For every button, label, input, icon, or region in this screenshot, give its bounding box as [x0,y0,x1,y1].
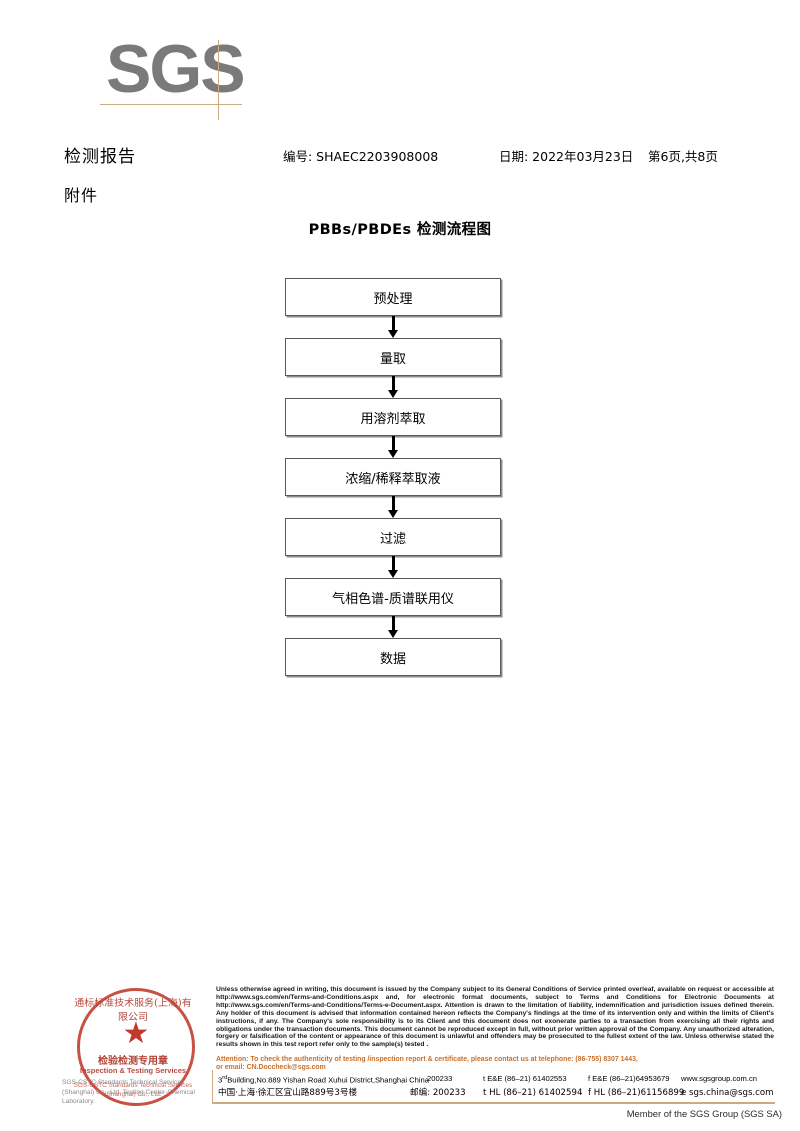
flowchart: 预处理 量取 用溶剂萃取 浓缩/稀释萃取液 过滤 气相色谱-质谱联用仪 数据 [285,278,503,676]
arrow-head-icon [387,330,398,338]
seal-purpose-en: Inspection & Testing Services [79,1066,187,1075]
flow-node: 过滤 [285,518,501,556]
flow-node: 数据 [285,638,501,676]
seal-company-name-en: SGS-CSTC Standards Technical Services (S… [73,1082,193,1098]
sgs-logo-text: SGS [106,31,246,107]
member-of-group-line: Member of the SGS Group (SGS SA) [626,1108,782,1119]
telephone-ee: t E&E (86–21) 61402553 [483,1074,567,1083]
postcode-cn: 邮编: 200233 [410,1088,466,1098]
seal-company-name-cn: 通标标准技术服务(上海)有限公司 [74,998,192,1023]
flow-arrow [285,616,501,638]
seal-purpose-cn: 检验检测专用章 [98,1056,168,1067]
flow-arrow [285,376,501,398]
logo-horizontal-rule [100,104,242,105]
flow-arrow [285,436,501,458]
address-row-en: 3rdBuilding,No.889 Yishan Road Xuhui Dis… [218,1071,774,1086]
flow-node: 浓缩/稀释萃取液 [285,458,501,496]
arrow-head-icon [387,570,398,578]
arrow-shaft [391,436,395,452]
email: e sgs.china@sgs.com [681,1088,774,1098]
seal-ring [77,988,195,1106]
arrow-head-icon [387,510,398,518]
address-vertical-rule [212,1070,213,1102]
legal-disclaimer: Unless otherwise agreed in writing, this… [216,986,774,1049]
flow-node: 预处理 [285,278,501,316]
arrow-head-icon [387,390,398,398]
flow-arrow [285,496,501,518]
report-date: 日期: 2022年03月23日 [499,149,634,164]
attention-notice: Attention: To check the authenticity of … [216,1056,774,1073]
telephone-hl: t HL (86–21) 61402594 [483,1088,583,1098]
postcode-en: 200233 [427,1074,453,1083]
arrow-head-icon [387,630,398,638]
flow-node: 用溶剂萃取 [285,398,501,436]
website: www.sgsgroup.com.cn [681,1074,757,1083]
flow-node: 量取 [285,338,501,376]
page-title: 检测报告 [64,147,136,167]
laboratory-name: SGS-CSTC Standards Technical Services (S… [62,1079,195,1105]
flow-arrow [285,556,501,578]
flow-arrow [285,316,501,338]
address-block: 3rdBuilding,No.889 Yishan Road Xuhui Dis… [218,1071,774,1101]
attachment-label: 附件 [64,186,99,205]
flowchart-title: PBBs/PBDEs 检测流程图 [308,222,492,238]
attention-line-2: or email: CN.Doccheck@sgs.com [216,1064,326,1072]
star-icon: ★ [122,1017,150,1050]
flow-node: 气相色谱-质谱联用仪 [285,578,501,616]
address-en: 3rdBuilding,No.889 Yishan Road Xuhui Dis… [218,1075,430,1085]
attention-line-1: Attention: To check the authenticity of … [216,1056,638,1063]
arrow-shaft [391,616,395,632]
fax-ee: f E&E (86–21)64953679 [588,1074,670,1083]
arrow-shaft [391,316,395,332]
page-indicator: 第6页,共8页 [648,149,718,164]
arrow-shaft [391,376,395,392]
arrow-shaft [391,556,395,572]
report-number: 编号: SHAEC2203908008 [283,149,439,164]
sgs-logo-area: SGS [0,0,800,130]
logo-vertical-rule [218,40,219,120]
address-row-cn: 中国·上海·徐汇区宜山路889号3号楼 邮编: 200233 t HL (86–… [218,1086,774,1101]
official-seal-stamp: 通标标准技术服务(上海)有限公司 ★ 检验检测专用章 Inspection & … [74,988,195,1106]
arrow-head-icon [387,450,398,458]
address-cn: 中国·上海·徐汇区宜山路889号3号楼 [218,1088,358,1098]
arrow-shaft [391,496,395,512]
fax-hl: f HL (86–21)61156899 [588,1088,685,1098]
legal-body: Unless otherwise agreed in writing, this… [216,986,774,1049]
footer-horizontal-rule [212,1102,775,1104]
